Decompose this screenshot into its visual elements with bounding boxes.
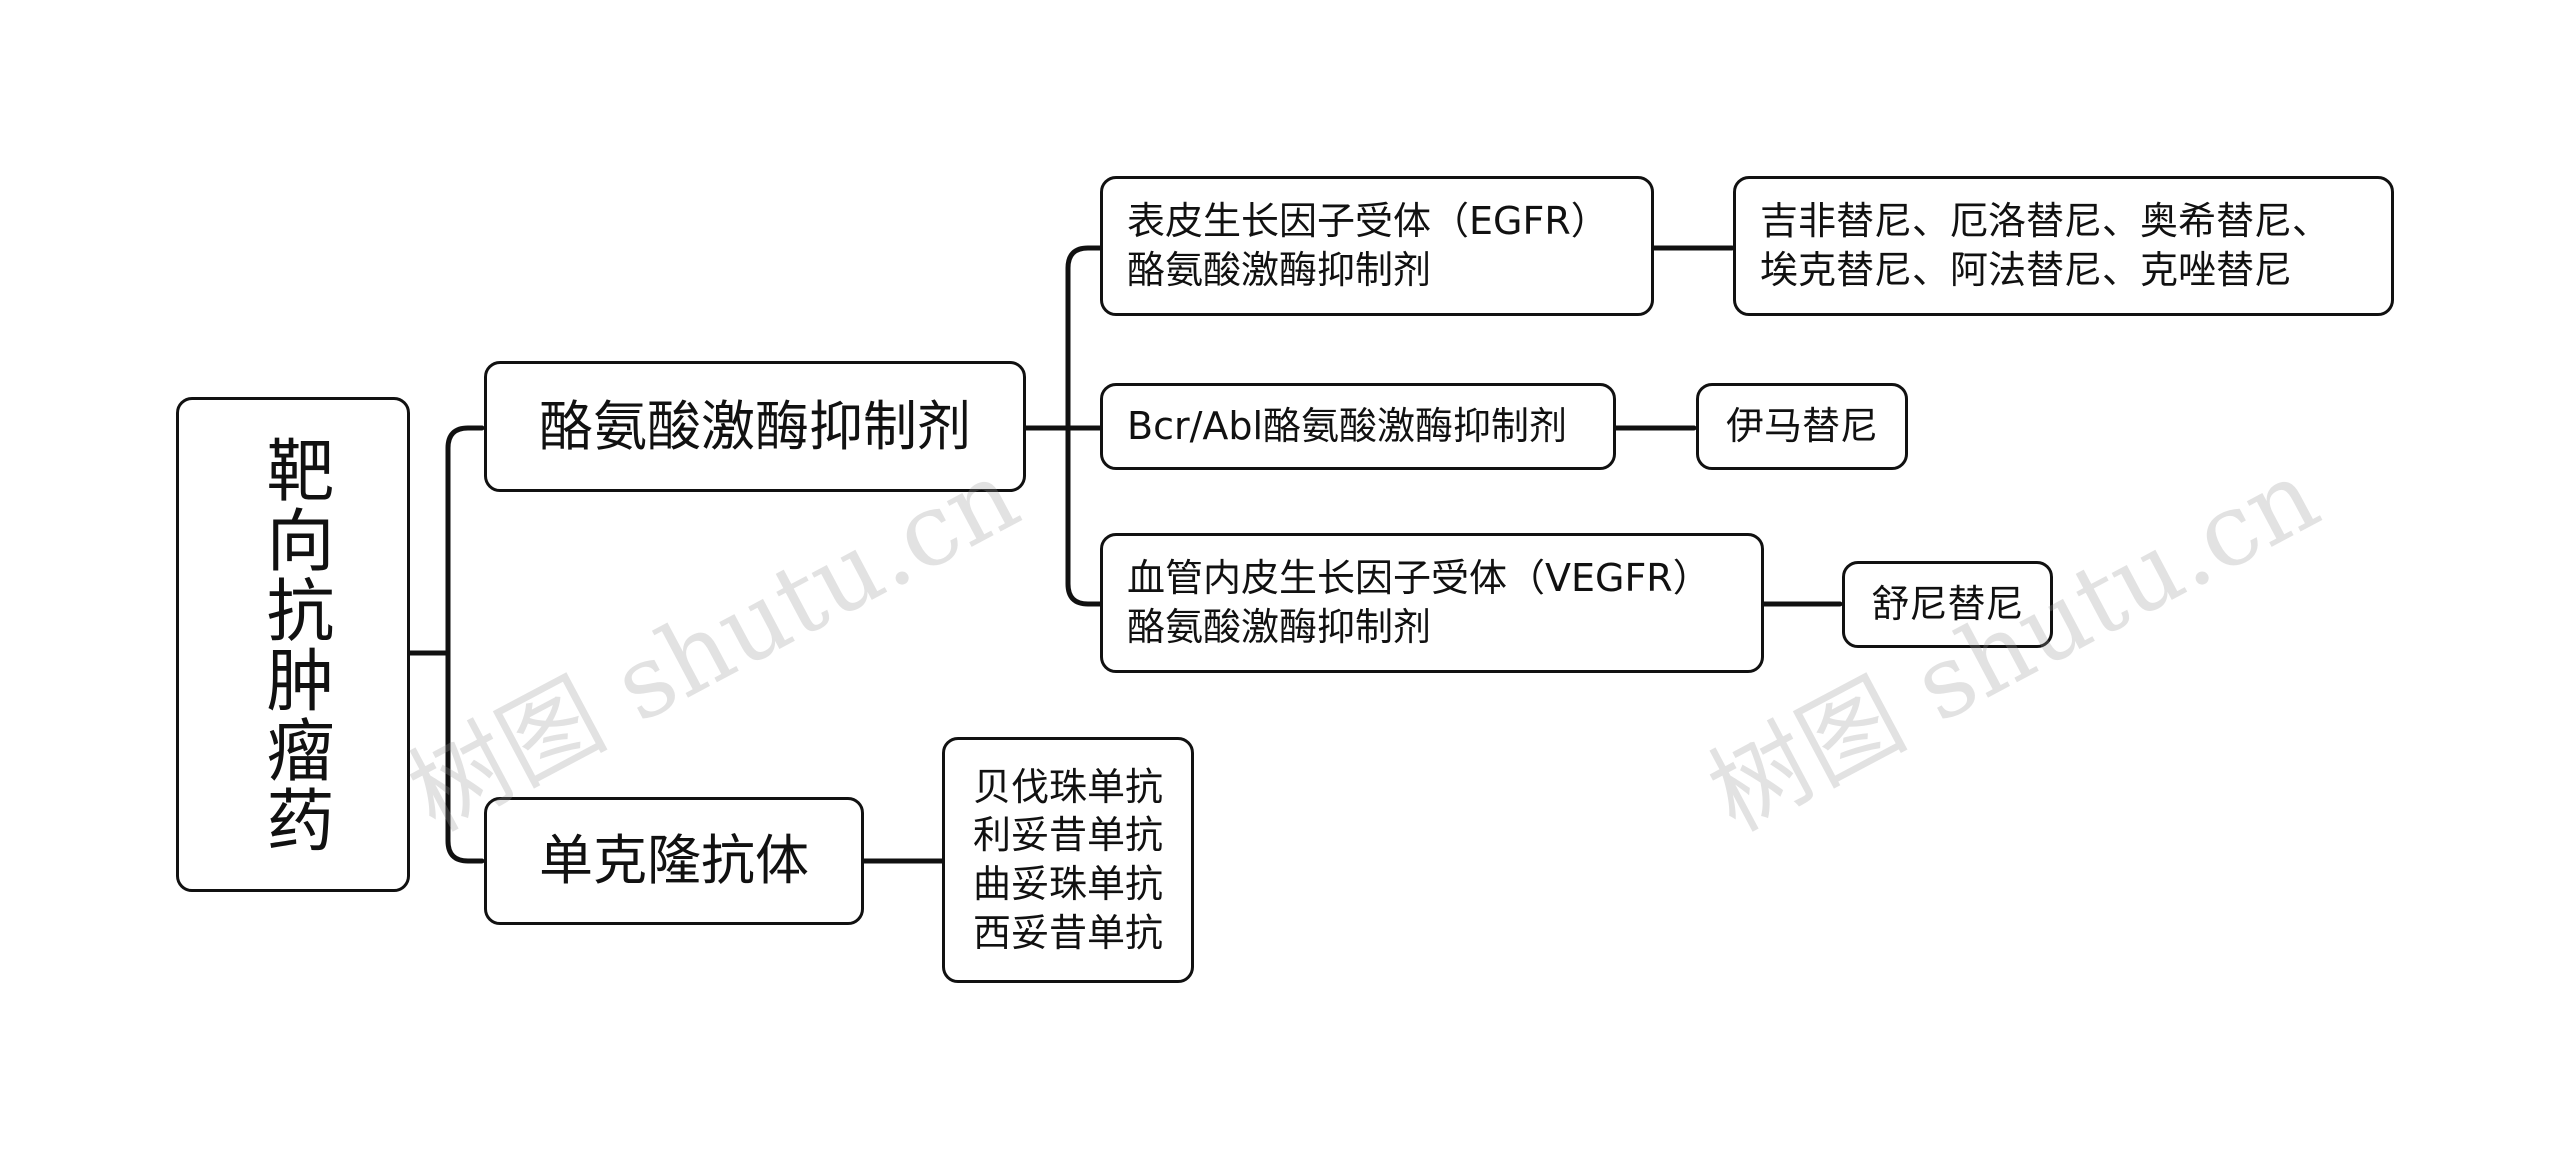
node-vegfr-tki-label: 血管内皮生长因子受体（VEGFR） 酪氨酸激酶抑制剂 xyxy=(1127,556,1711,649)
leaf-vegfr-drugs-text: 舒尼替尼 xyxy=(1871,582,2024,627)
connector-tki xyxy=(1023,245,1103,607)
node-bcr-abl-tki-label: Bcr/Abl酪氨酸激酶抑制剂 xyxy=(1127,404,1568,449)
node-vegfr-tki[interactable]: 血管内皮生长因子受体（VEGFR） 酪氨酸激酶抑制剂 xyxy=(1100,533,1764,673)
node-egfr-tki-label: 表皮生长因子受体（EGFR） 酪氨酸激酶抑制剂 xyxy=(1127,199,1609,292)
branch-tki-label: 酪氨酸激酶抑制剂 xyxy=(539,394,971,458)
leaf-egfr-drugs[interactable]: 吉非替尼、厄洛替尼、奥希替尼、 埃克替尼、阿法替尼、克唑替尼 xyxy=(1733,176,2394,316)
branch-mab[interactable]: 单克隆抗体 xyxy=(484,797,864,925)
connector-root xyxy=(407,425,485,864)
leaf-egfr-drugs-text: 吉非替尼、厄洛替尼、奥希替尼、 埃克替尼、阿法替尼、克唑替尼 xyxy=(1760,199,2331,292)
branch-mab-label: 单克隆抗体 xyxy=(539,829,809,893)
leaf-vegfr-drugs[interactable]: 舒尼替尼 xyxy=(1842,561,2053,648)
root-node[interactable]: 靶向抗肿瘤药 xyxy=(176,397,410,892)
leaf-mab-drugs[interactable]: 贝伐珠单抗 利妥昔单抗 曲妥珠单抗 西妥昔单抗 xyxy=(942,737,1194,983)
leaf-bcr-abl-drugs-text: 伊马替尼 xyxy=(1725,404,1878,449)
node-bcr-abl-tki[interactable]: Bcr/Abl酪氨酸激酶抑制剂 xyxy=(1100,383,1616,470)
root-label: 靶向抗肿瘤药 xyxy=(254,434,333,855)
node-egfr-tki[interactable]: 表皮生长因子受体（EGFR） 酪氨酸激酶抑制剂 xyxy=(1100,176,1654,316)
branch-tki[interactable]: 酪氨酸激酶抑制剂 xyxy=(484,361,1026,492)
leaf-mab-drugs-text: 贝伐珠单抗 利妥昔单抗 曲妥珠单抗 西妥昔单抗 xyxy=(972,764,1163,955)
leaf-bcr-abl-drugs[interactable]: 伊马替尼 xyxy=(1696,383,1908,470)
